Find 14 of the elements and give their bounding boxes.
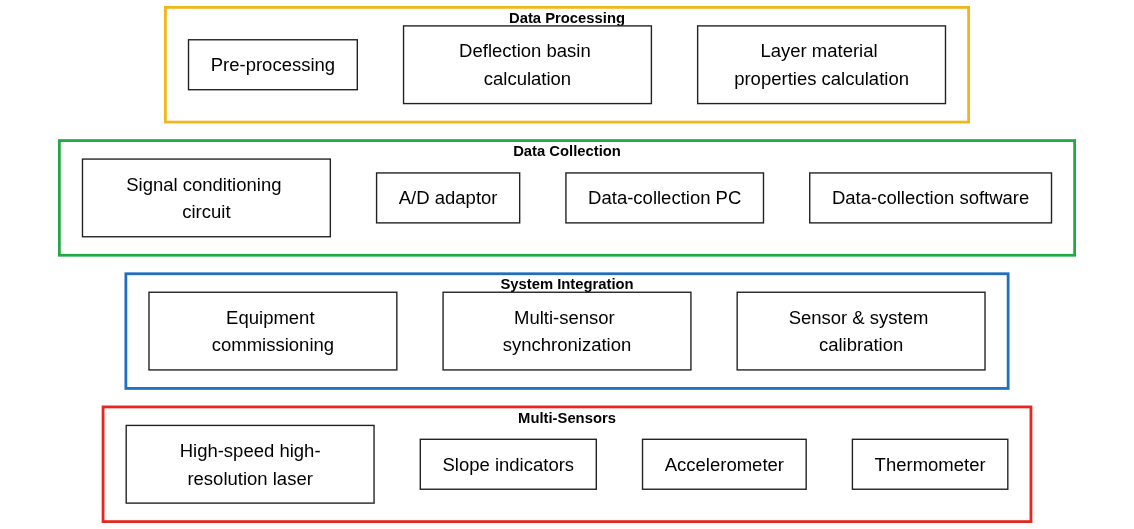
node-box: Pre-processing — [187, 39, 358, 91]
node-box: Layer material properties calculation — [696, 25, 947, 105]
node-box: Slope indicators — [419, 438, 597, 490]
node-box: Accelerometer — [641, 438, 807, 490]
node-box: A/D adaptor — [375, 172, 521, 224]
node-box: Data-collection PC — [565, 172, 765, 224]
node-box: High-speed high-resolution laser — [125, 424, 375, 504]
node-box: Equipment commissioning — [148, 291, 398, 371]
node-box: Signal conditioning circuit — [81, 158, 332, 238]
node-box: Deflection basin calculation — [402, 25, 653, 105]
node-box: Sensor & system calibration — [736, 291, 986, 371]
node-box: Data-collection software — [809, 172, 1053, 224]
node-box: Thermometer — [851, 438, 1009, 490]
node-box: Multi-sensor synchronization — [442, 291, 692, 371]
